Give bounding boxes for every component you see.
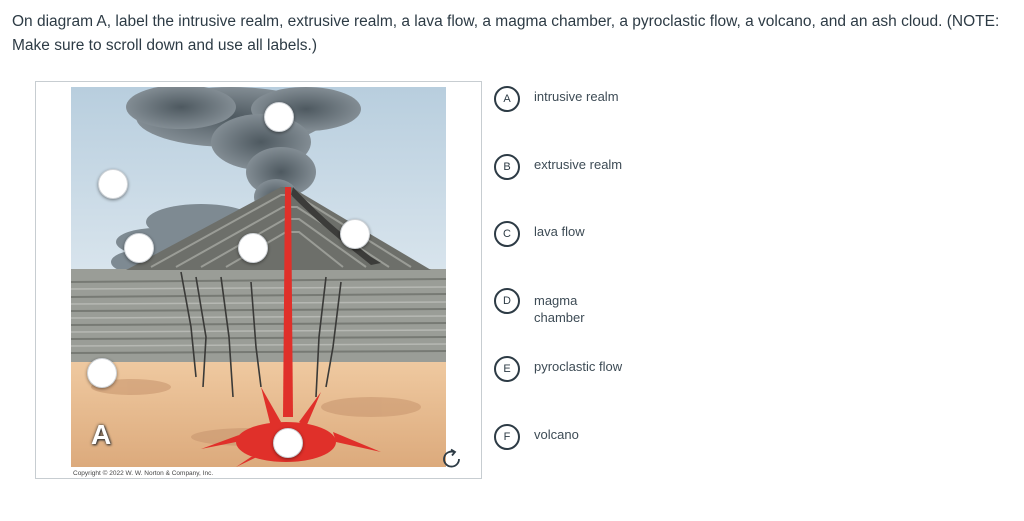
label-text: volcano — [534, 427, 579, 442]
drop-target-magma-chamber[interactable] — [273, 428, 303, 458]
drop-target-intrusive-left[interactable] — [87, 358, 117, 388]
label-text: lava flow — [534, 224, 585, 239]
label-text: magma chamber — [534, 293, 585, 325]
question-instructions: On diagram A, label the intrusive realm,… — [12, 13, 1000, 54]
volcano-cross-section-image — [71, 87, 446, 467]
label-letter-badge: E — [494, 356, 520, 382]
rotate-cw-icon[interactable] — [439, 446, 465, 472]
label-letter-badge: C — [494, 221, 520, 247]
drop-target-sky-left[interactable] — [98, 169, 128, 199]
label-letter-badge: A — [494, 86, 520, 112]
drop-target-ash-cloud[interactable] — [264, 102, 294, 132]
label-text: pyroclastic flow — [534, 359, 623, 374]
label-letter-badge: F — [494, 424, 520, 450]
label-text: intrusive realm — [534, 89, 619, 104]
drop-target-pyroclastic[interactable] — [124, 233, 154, 263]
drop-target-lava-flow[interactable] — [340, 219, 370, 249]
label-letter-badge: D — [494, 288, 520, 314]
label-text: extrusive realm — [534, 157, 623, 172]
copyright-text: Copyright © 2022 W. W. Norton & Company,… — [73, 470, 214, 477]
diagram-a-frame: A Copyright © 2022 W. W. Norton & Compan… — [35, 81, 482, 479]
label-letter-badge: B — [494, 154, 520, 180]
drop-target-volcano[interactable] — [238, 233, 268, 263]
diagram-letter: A — [91, 419, 112, 450]
